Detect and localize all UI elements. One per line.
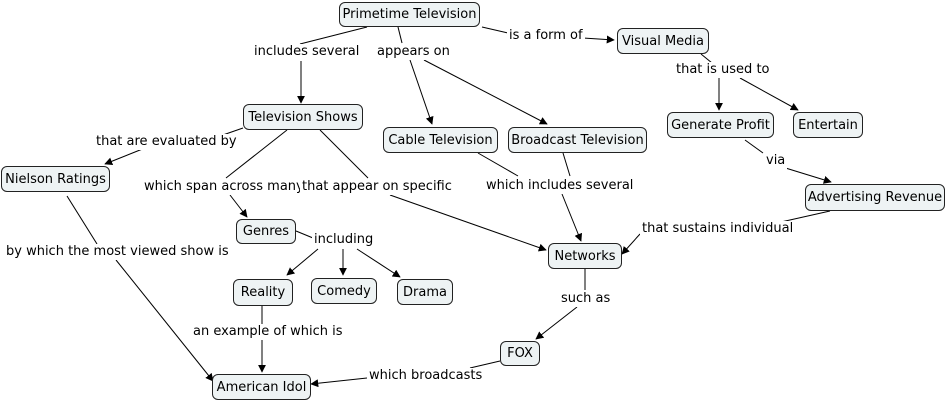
link-that-appear-on-specific: that appear on specific [300, 179, 454, 195]
node-broadcast-television[interactable]: Broadcast Television [508, 127, 647, 153]
link-such-as: such as [559, 291, 613, 307]
node-fox[interactable]: FOX [500, 341, 540, 366]
node-drama[interactable]: Drama [397, 279, 453, 305]
link-which-span-across-many: which span across many [142, 179, 306, 195]
link-by-which-the-most-viewed-show-is: by which the most viewed show is [4, 244, 231, 260]
node-genres[interactable]: Genres [236, 219, 296, 244]
node-networks[interactable]: Networks [548, 243, 622, 269]
link-which-broadcasts: which broadcasts [367, 368, 485, 384]
node-visual-media[interactable]: Visual Media [617, 28, 709, 54]
link-that-is-used-to: that is used to [674, 62, 772, 78]
link-including: including [312, 232, 376, 248]
node-comedy[interactable]: Comedy [311, 278, 377, 304]
node-american-idol[interactable]: American Idol [212, 374, 311, 400]
link-that-sustains-individual: that sustains individual [640, 221, 796, 237]
node-entertain[interactable]: Entertain [793, 112, 863, 138]
node-cable-television[interactable]: Cable Television [383, 127, 498, 153]
node-generate-profit[interactable]: Generate Profit [667, 112, 774, 138]
link-via: via [764, 153, 788, 169]
node-reality[interactable]: Reality [233, 279, 293, 306]
node-advertising-revenue[interactable]: Advertising Revenue [805, 184, 945, 211]
link-which-includes-several: which includes several [484, 178, 636, 194]
link-that-are-evaluated-by: that are evaluated by [94, 134, 239, 150]
link-is-a-form-of: is a form of [507, 28, 585, 44]
link-an-example-of-which-is: an example of which is [191, 324, 345, 340]
node-television-shows[interactable]: Television Shows [243, 104, 363, 130]
node-primetime-television[interactable]: Primetime Television [339, 2, 480, 27]
link-appears-on: appears on [375, 44, 452, 60]
link-includes-several: includes several [252, 44, 362, 60]
node-nielson-ratings[interactable]: Nielson Ratings [1, 166, 110, 192]
